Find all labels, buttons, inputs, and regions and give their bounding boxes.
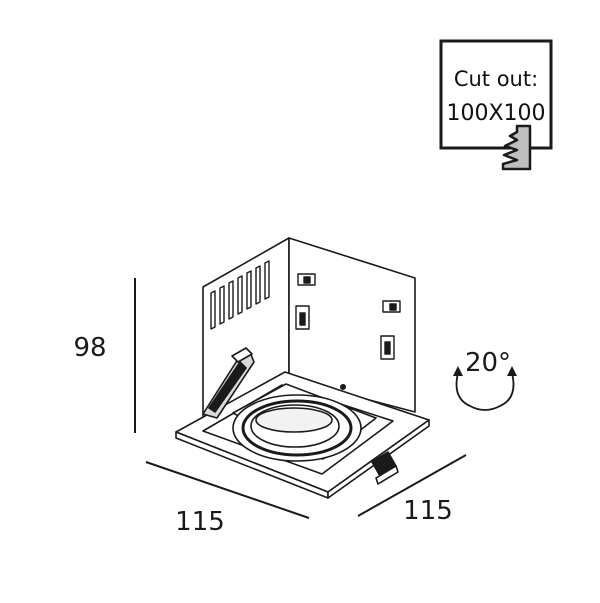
tilt-indicator: 20° bbox=[453, 348, 517, 411]
width-dimension: 115 bbox=[145, 461, 310, 537]
depth-dimension: 115 bbox=[357, 454, 467, 526]
lamp-reflector bbox=[255, 407, 333, 433]
depth-label: 115 bbox=[403, 496, 453, 526]
tilt-label: 20° bbox=[465, 348, 511, 378]
cutout-box: Cut out: 100X100 bbox=[439, 39, 553, 171]
tilt-arrow-right-icon bbox=[507, 366, 517, 376]
width-label: 115 bbox=[175, 507, 225, 537]
height-dimension: 98 bbox=[73, 278, 136, 433]
downlight-housing bbox=[175, 237, 430, 499]
cutout-frame bbox=[439, 39, 553, 150]
vent-slots bbox=[210, 260, 270, 330]
tilt-arrow-left-icon bbox=[453, 366, 463, 376]
tilt-arc bbox=[455, 372, 515, 411]
spring-clip-right bbox=[371, 451, 399, 485]
saw-icon bbox=[501, 124, 532, 171]
width-dimension-line bbox=[145, 461, 310, 519]
height-label: 98 bbox=[73, 333, 106, 363]
housing-right-face bbox=[288, 237, 416, 413]
screw-dot bbox=[339, 383, 346, 390]
depth-dimension-line bbox=[357, 454, 467, 517]
cutout-value: 100X100 bbox=[446, 101, 545, 126]
spring-clip-left bbox=[202, 347, 255, 419]
cutout-label: Cut out: bbox=[454, 67, 538, 91]
terminal-clips bbox=[295, 273, 401, 360]
